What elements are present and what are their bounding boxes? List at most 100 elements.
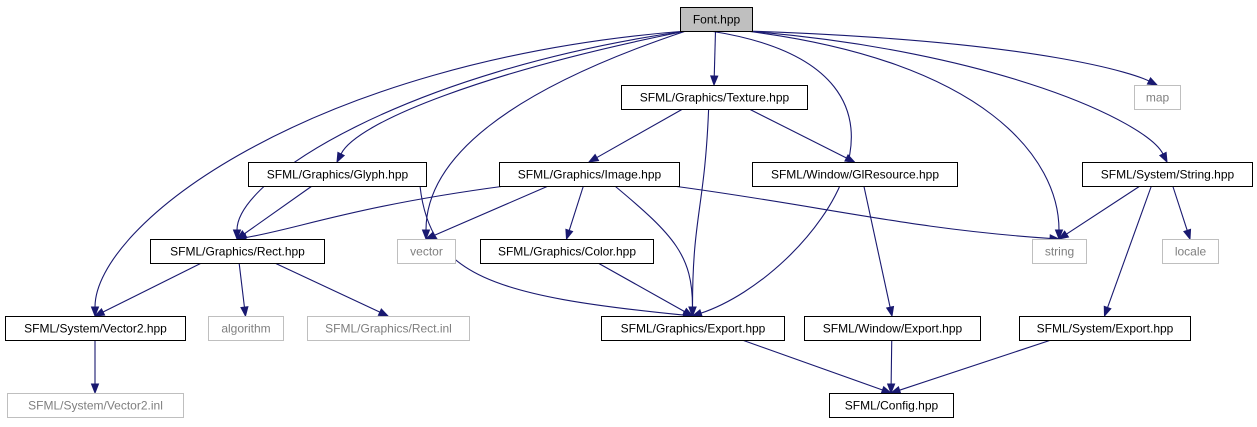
node-font[interactable]: Font.hpp (680, 7, 753, 32)
node-label: algorithm (221, 322, 270, 336)
node-box (804, 316, 981, 341)
node-label: SFML/Graphics/Image.hpp (518, 168, 662, 182)
edge-rect-to-algorithm (238, 262, 249, 318)
edge-line (672, 185, 1051, 239)
edge-line (425, 30, 687, 231)
edge-rect-to-rectinl (274, 262, 390, 317)
arrowhead (93, 307, 106, 317)
node-wexport[interactable]: SFML/Window/Export.hpp (804, 316, 981, 341)
arrowhead (336, 151, 346, 164)
edge-glresource-to-wexport (863, 185, 895, 318)
arrowhead (232, 229, 242, 241)
edge-sysstring-to-string (1057, 185, 1141, 240)
node-rect[interactable]: SFML/Graphics/Rect.hpp (150, 239, 325, 264)
edge-font-to-vector2 (90, 30, 687, 318)
edge-line (745, 30, 1164, 155)
node-glyph[interactable]: SFML/Graphics/Glyph.hpp (248, 162, 427, 187)
edge-font-to-rect (232, 30, 687, 241)
node-box (208, 316, 284, 341)
arrowhead (421, 229, 431, 241)
node-label: SFML/Graphics/Texture.hpp (640, 91, 790, 105)
edge-line (614, 185, 694, 308)
node-label: vector (410, 245, 443, 259)
node-label: SFML/System/Vector2.inl (28, 399, 163, 413)
node-image[interactable]: SFML/Graphics/Image.hpp (499, 162, 680, 187)
arrowhead (240, 306, 249, 318)
edge-line (1107, 185, 1152, 308)
node-label: locale (1175, 245, 1207, 259)
node-box (480, 239, 654, 264)
arrowhead (1054, 229, 1064, 241)
edge-line (745, 30, 1060, 231)
node-glresource[interactable]: SFML/Window/GlResource.hpp (752, 162, 958, 187)
node-box (829, 393, 954, 418)
node-gexport[interactable]: SFML/Graphics/Export.hpp (601, 316, 785, 341)
edge-line (741, 339, 883, 391)
node-box (248, 162, 427, 187)
edge-wexport-to-config (886, 339, 896, 395)
edge-image-to-color (565, 185, 584, 241)
edge-image-to-vector (424, 185, 549, 240)
node-vector2[interactable]: SFML/System/Vector2.hpp (5, 316, 186, 341)
node-label: string (1045, 245, 1074, 259)
edge-line (274, 262, 381, 313)
node-sexport[interactable]: SFML/System/Export.hpp (1019, 316, 1191, 341)
node-box (397, 239, 456, 264)
edge-font-to-string (745, 30, 1064, 241)
node-vector2inl: SFML/System/Vector2.inl (7, 393, 184, 418)
edge-font-to-texture (710, 30, 719, 87)
edge-font-to-vector (421, 30, 687, 241)
edge-sexport-to-config (889, 339, 1052, 395)
node-box (150, 239, 325, 264)
edge-image-to-gexport (614, 185, 697, 318)
edge-line (238, 262, 245, 308)
node-sysstring[interactable]: SFML/System/String.hpp (1082, 162, 1253, 187)
arrowhead (1158, 151, 1168, 164)
edge-line (748, 108, 847, 159)
node-label: SFML/System/String.hpp (1101, 168, 1235, 182)
edge-vector2-to-vector2inl (90, 339, 100, 395)
node-config[interactable]: SFML/Config.hpp (829, 393, 954, 418)
node-map: map (1134, 85, 1181, 110)
arrowhead (844, 153, 856, 163)
edge-sysstring-to-locale (1172, 185, 1192, 241)
node-box (1162, 239, 1219, 264)
edge-sysstring-to-sexport (1103, 185, 1152, 318)
arrowhead (1103, 305, 1112, 318)
edge-gexport-to-config (741, 339, 893, 394)
edge-line (244, 185, 313, 235)
arrowhead (885, 305, 895, 318)
node-box (7, 393, 184, 418)
edge-line (596, 108, 684, 159)
arrowhead (688, 306, 697, 318)
edge-texture-to-glresource (748, 108, 856, 163)
node-vector: vector (397, 239, 456, 264)
node-box (499, 162, 680, 187)
node-texture[interactable]: SFML/Graphics/Texture.hpp (621, 85, 808, 110)
edge-line (691, 108, 710, 308)
edge-rect-to-vector2 (93, 262, 202, 317)
arrowhead (587, 153, 600, 163)
edge-line (419, 185, 684, 316)
node-label: SFML/System/Vector2.hpp (24, 322, 167, 336)
arrowhead (886, 383, 896, 395)
node-label: SFML/Window/GlResource.hpp (771, 168, 939, 182)
arrowhead (565, 228, 574, 241)
node-box (1134, 85, 1181, 110)
node-string: string (1032, 239, 1087, 264)
node-box (621, 85, 808, 110)
node-label: SFML/Graphics/Color.hpp (498, 245, 636, 259)
node-label: SFML/Graphics/Glyph.hpp (267, 168, 409, 182)
edge-texture-to-gexport (688, 108, 710, 318)
edge-line (568, 185, 584, 231)
arrowhead (1057, 230, 1070, 240)
node-box (1019, 316, 1191, 341)
edge-font-to-sysstring (745, 30, 1168, 164)
node-box (601, 316, 785, 341)
edge-line (899, 339, 1052, 391)
arrowhead (1146, 76, 1159, 86)
node-locale: locale (1162, 239, 1219, 264)
edge-line (434, 185, 549, 236)
node-color[interactable]: SFML/Graphics/Color.hpp (480, 239, 654, 264)
